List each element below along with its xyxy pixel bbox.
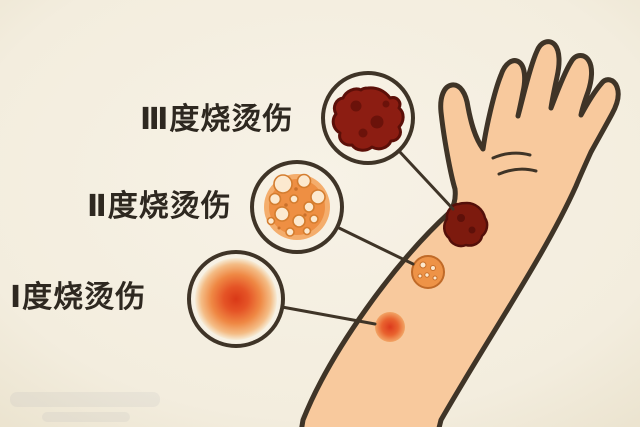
magnifier-circle-degree1 xyxy=(187,250,285,348)
magnifier-circle-degree3 xyxy=(321,71,415,165)
arm-burn-spot-degree3 xyxy=(443,201,489,248)
magnifier-circle-degree2 xyxy=(250,160,344,254)
connector-line-degree3 xyxy=(397,149,455,211)
arm-burn-spot-degree1 xyxy=(375,312,405,342)
label-degree-1: Ⅰ度烧烫伤 xyxy=(10,281,147,314)
connector-line-degree2 xyxy=(335,225,415,266)
wrist-crease-lines xyxy=(491,151,538,176)
scab-texture-dots xyxy=(350,100,390,138)
burn-sample-degree3 xyxy=(331,86,405,152)
arm-burn-spot-degree2 xyxy=(411,255,445,289)
blister-specks xyxy=(277,187,307,230)
label-degree-2: Ⅱ度烧烫伤 xyxy=(87,190,232,223)
blister-dots xyxy=(266,173,326,237)
connector-line-degree1 xyxy=(280,305,377,326)
label-degree-3: Ⅲ度烧烫伤 xyxy=(140,103,294,136)
burn-sample-degree1 xyxy=(195,258,277,340)
